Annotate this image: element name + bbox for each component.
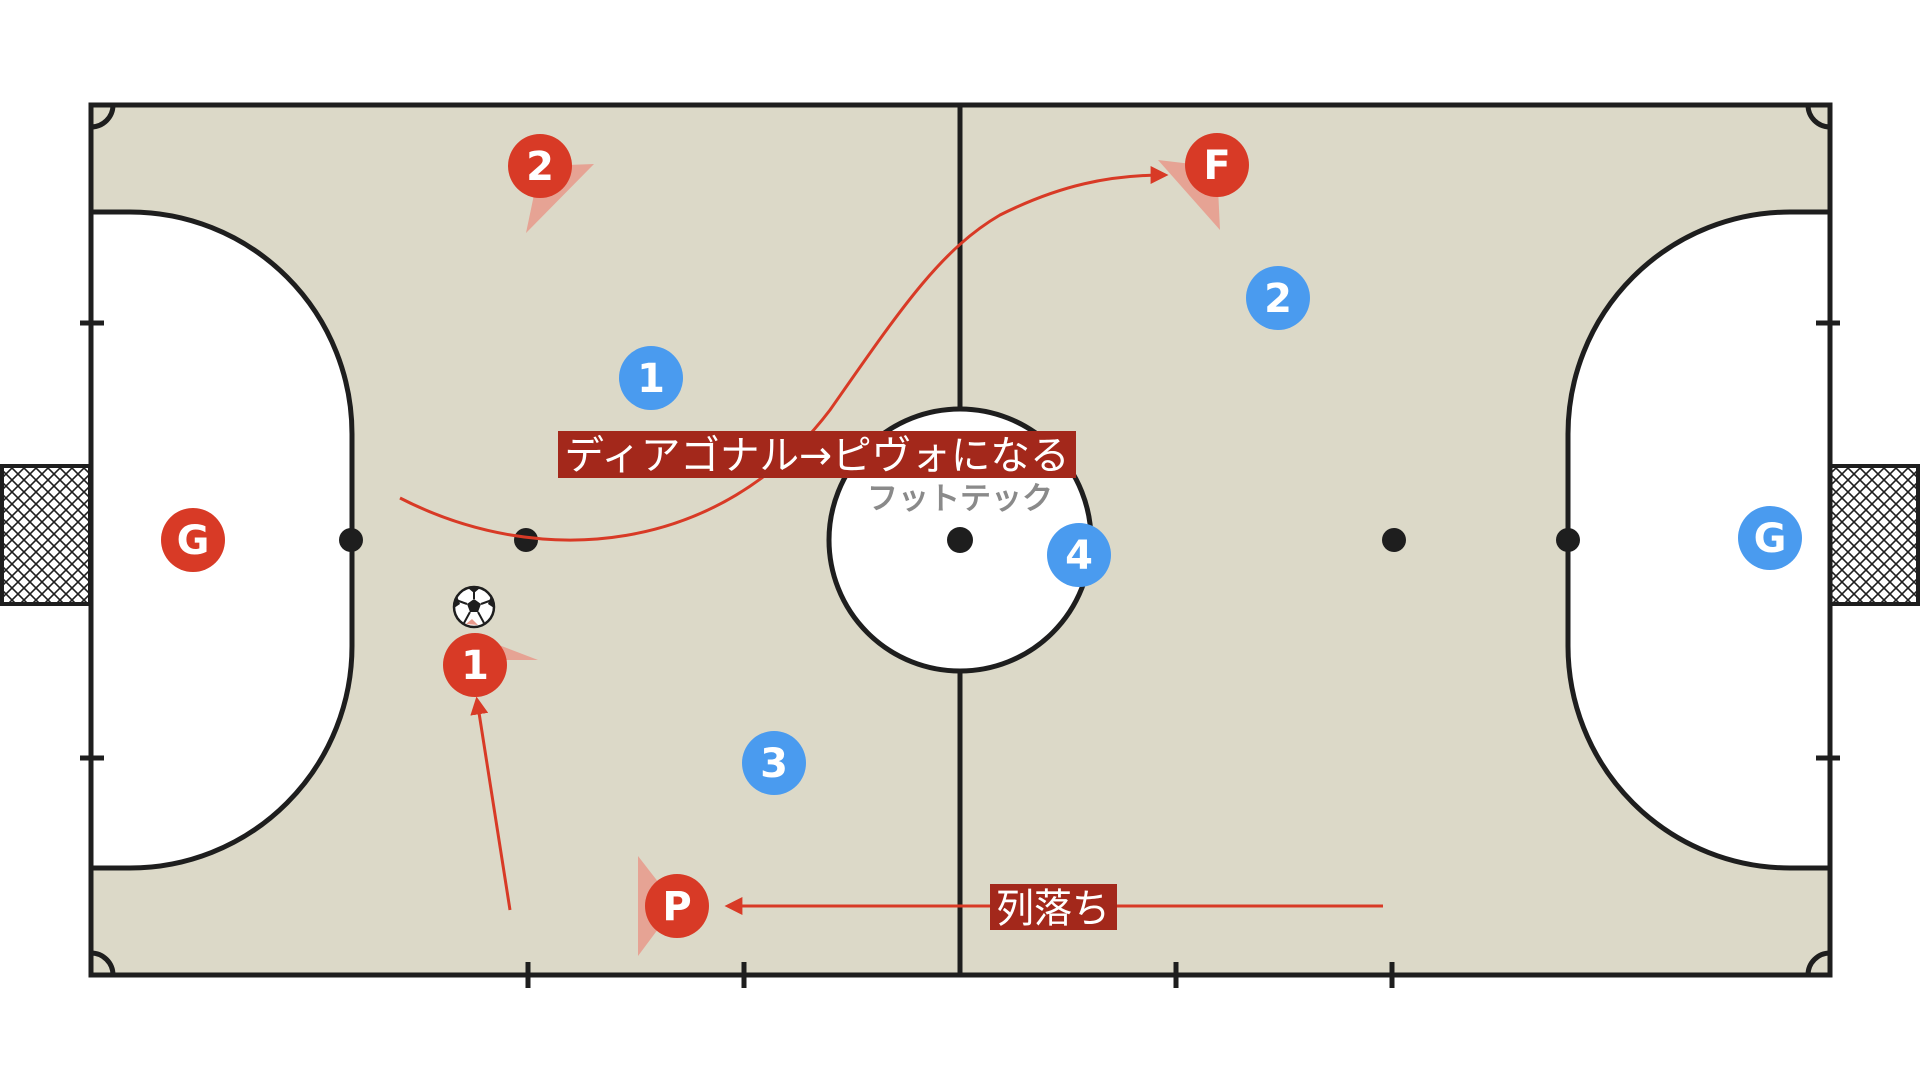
red-pivo-token: P xyxy=(645,874,709,938)
blue-player-2-label: 2 xyxy=(1264,276,1292,322)
pass-arrow xyxy=(470,696,512,911)
blue-player-3-label: 3 xyxy=(760,741,788,787)
red-player-2-label: 2 xyxy=(526,144,554,190)
watermark: フットテック xyxy=(867,481,1053,517)
red-forward-label: F xyxy=(1203,143,1230,189)
blue-player-4-token: 4 xyxy=(1047,523,1111,587)
left-goal-net-icon xyxy=(0,464,92,606)
callout-diagonal-text: ディアゴナル→ピヴォになる xyxy=(565,433,1070,479)
corner-arc-bl xyxy=(90,950,116,976)
blue-player-3-token: 3 xyxy=(742,731,806,795)
blue-player-4-label: 4 xyxy=(1065,533,1093,579)
blue-player-1-label: 1 xyxy=(637,356,665,402)
blue-goalkeeper-token: G xyxy=(1738,506,1802,570)
red-forward-token: F xyxy=(1185,133,1249,197)
red-player-1-label: 1 xyxy=(461,643,489,689)
corner-arc-tl xyxy=(90,104,116,130)
red-goalkeeper-label: G xyxy=(177,518,210,564)
court-spots xyxy=(339,527,1580,553)
soccer-ball-icon xyxy=(452,585,496,629)
callout-diagonal: ディアゴナル→ピヴォになる xyxy=(558,431,1076,479)
blue-team: 1 2 3 4 G xyxy=(619,266,1802,795)
red-team: G 1 2 P F xyxy=(161,133,1249,938)
red-player-1-token: 1 xyxy=(443,633,507,697)
court-outline xyxy=(88,102,1833,978)
blue-player-1-token: 1 xyxy=(619,346,683,410)
red-player-2-token: 2 xyxy=(508,134,572,198)
callout-drop-text: 列落ち xyxy=(996,886,1110,932)
right-goal-net-icon xyxy=(1828,464,1920,606)
red-goalkeeper-token: G xyxy=(161,508,225,572)
diagonal-run-arrow xyxy=(399,166,1169,542)
callout-drop: 列落ち xyxy=(990,884,1117,932)
red-pivo-label: P xyxy=(662,884,691,930)
substitution-zone-marks xyxy=(80,320,1840,988)
blue-goalkeeper-label: G xyxy=(1754,516,1787,562)
corner-arc-tr xyxy=(1805,104,1831,130)
right-penalty-area xyxy=(1565,209,1833,871)
corner-arc-br xyxy=(1805,950,1831,976)
blue-player-2-token: 2 xyxy=(1246,266,1310,330)
